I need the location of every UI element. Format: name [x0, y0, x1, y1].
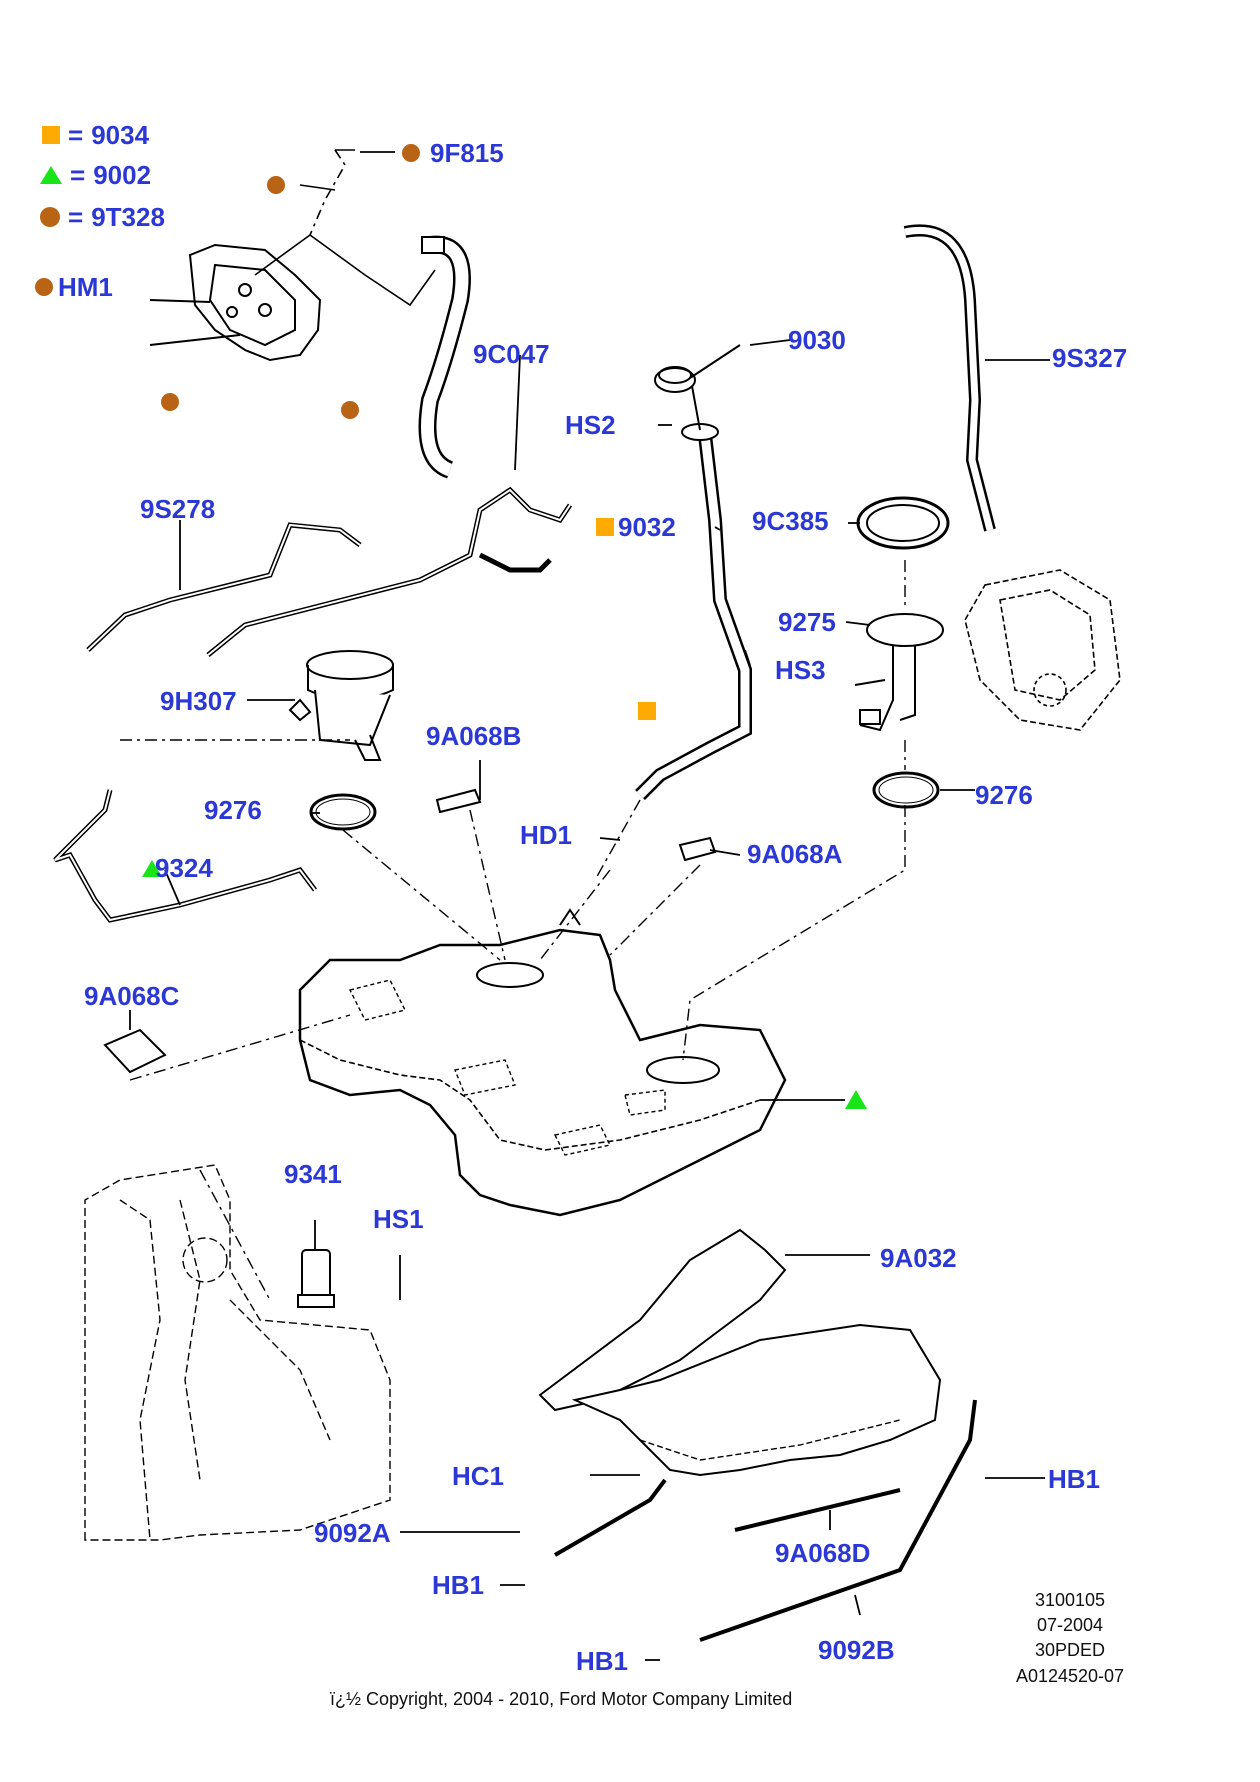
hose-9c047 [418, 235, 471, 479]
dot-marker-9f815 [402, 144, 420, 162]
leader-lines [129, 151, 1050, 1661]
callout-9a068d[interactable]: 9A068D [775, 1538, 871, 1568]
callout-9s278[interactable]: 9S278 [140, 494, 216, 524]
callout-9a032[interactable]: 9A032 [880, 1243, 957, 1273]
callout-hb1-right[interactable]: HB1 [1048, 1464, 1101, 1494]
straps [553, 1399, 977, 1642]
legend-code: 9034 [91, 120, 150, 150]
callout-9c047[interactable]: 9C047 [473, 339, 550, 369]
brown-dot-icon [40, 207, 60, 227]
square-marker-seal [638, 702, 656, 720]
dot-marker-9t328 [267, 176, 285, 194]
callout-9f815[interactable]: 9F815 [430, 138, 504, 168]
callout-9a068c[interactable]: 9A068C [84, 981, 180, 1011]
dot-marker-hose [341, 401, 359, 419]
callout-9324[interactable]: 9324 [155, 853, 213, 883]
meta-code1: 3100105 [1034, 1590, 1106, 1610]
fuel-tank [298, 908, 787, 1217]
evap-canister-bracket [149, 243, 322, 362]
callout-9275[interactable]: 9275 [778, 607, 836, 637]
legend-row-9002: = 9002 [40, 162, 151, 188]
triangle-marker-9324 [142, 860, 162, 877]
diagram-meta: 3100105 07-2004 30PDED A0124520-07 [990, 1588, 1150, 1689]
sender-unit [854, 613, 944, 732]
callout-9092b[interactable]: 9092B [818, 1635, 895, 1665]
locking-ring [856, 496, 950, 550]
callout-hb1-bottom[interactable]: HB1 [576, 1646, 629, 1676]
callout-9s327[interactable]: 9S327 [1052, 343, 1128, 373]
callout-9276-right[interactable]: 9276 [975, 780, 1033, 810]
filler-neck-9s327 [903, 224, 996, 532]
callout-hd1[interactable]: HD1 [520, 820, 573, 850]
callout-9276-left[interactable]: 9276 [204, 795, 262, 825]
callout-9092a[interactable]: 9092A [314, 1518, 391, 1548]
callout-hb1-left[interactable]: HB1 [432, 1570, 485, 1600]
body-panel [84, 1164, 391, 1541]
callout-9h307[interactable]: 9H307 [160, 686, 237, 716]
callout-9c385[interactable]: 9C385 [752, 506, 829, 536]
callout-hm1[interactable]: HM1 [58, 272, 113, 302]
callout-9032[interactable]: 9032 [618, 512, 676, 542]
dot-marker-hm1 [35, 278, 53, 296]
meta-code2: 30PDED [1034, 1640, 1106, 1661]
fuel-cap [654, 344, 741, 393]
vent-lines-9f815 [254, 149, 436, 307]
callout-hc1[interactable]: HC1 [452, 1461, 505, 1491]
square-marker-9032 [596, 518, 614, 536]
seal-rings [309, 771, 940, 831]
legend-row-9034: = 9034 [42, 122, 149, 148]
legend-row-9t328: = 9T328 [40, 204, 165, 230]
legend-code: 9002 [93, 160, 152, 190]
callout-9a068b[interactable]: 9A068B [426, 721, 522, 751]
callout-9a068a[interactable]: 9A068A [747, 839, 843, 869]
legend-code: 9T328 [91, 202, 165, 232]
valve-9341 [297, 1249, 335, 1308]
callout-hs1[interactable]: HS1 [373, 1204, 424, 1234]
fuel-pump-assembly [288, 650, 394, 761]
leader-lines-dashdot [120, 560, 906, 1301]
fuel-lines-mid-inner [87, 488, 571, 656]
carbon-canister [964, 569, 1121, 731]
heat-shield [538, 1228, 942, 1477]
fuel-line-9324-inner [54, 789, 316, 922]
meta-ref: A0124520-07 [1015, 1665, 1125, 1686]
triangle-marker-tank [845, 1090, 867, 1109]
markers [35, 144, 867, 1109]
green-triangle-icon [40, 166, 62, 184]
meta-date: 07-2004 [1036, 1615, 1104, 1636]
callout-9030[interactable]: 9030 [788, 325, 846, 355]
dot-marker-bracket-bolt [161, 393, 179, 411]
filler-pipe [635, 369, 752, 800]
pads [103, 788, 717, 1074]
orange-square-icon [42, 126, 60, 144]
callout-9341[interactable]: 9341 [284, 1159, 342, 1189]
copyright-text: ï¿½ Copyright, 2004 - 2010, Ford Motor C… [330, 1689, 793, 1709]
callout-hs3[interactable]: HS3 [775, 655, 826, 685]
callout-hs2[interactable]: HS2 [565, 410, 616, 440]
